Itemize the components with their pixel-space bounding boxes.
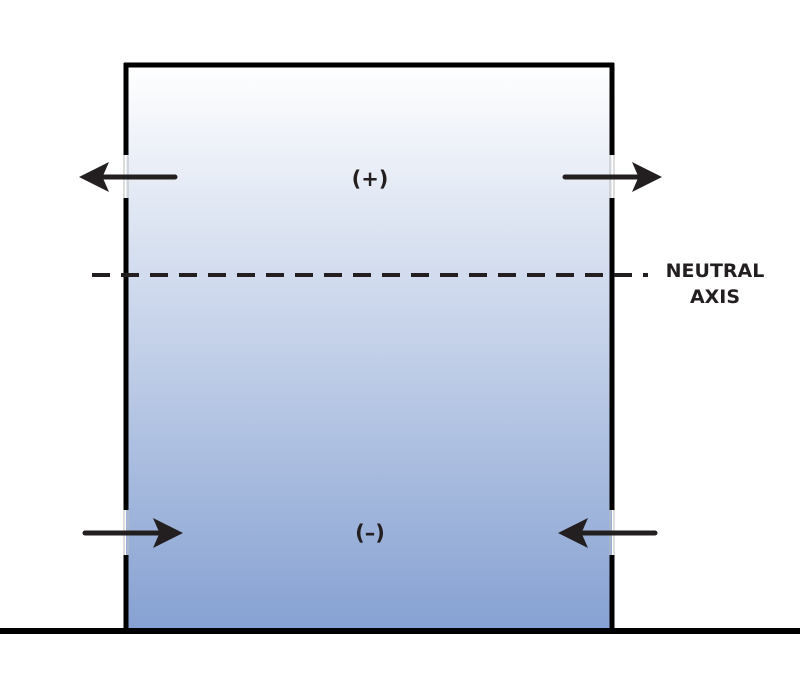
compression-label: (–) xyxy=(355,521,385,545)
ground-line xyxy=(0,628,800,634)
neutral-axis-label-line2: AXIS xyxy=(690,286,740,308)
beam-body xyxy=(126,65,612,630)
tension-label: (+) xyxy=(352,167,389,191)
neutral-axis-label-line1: NEUTRAL xyxy=(666,260,765,282)
